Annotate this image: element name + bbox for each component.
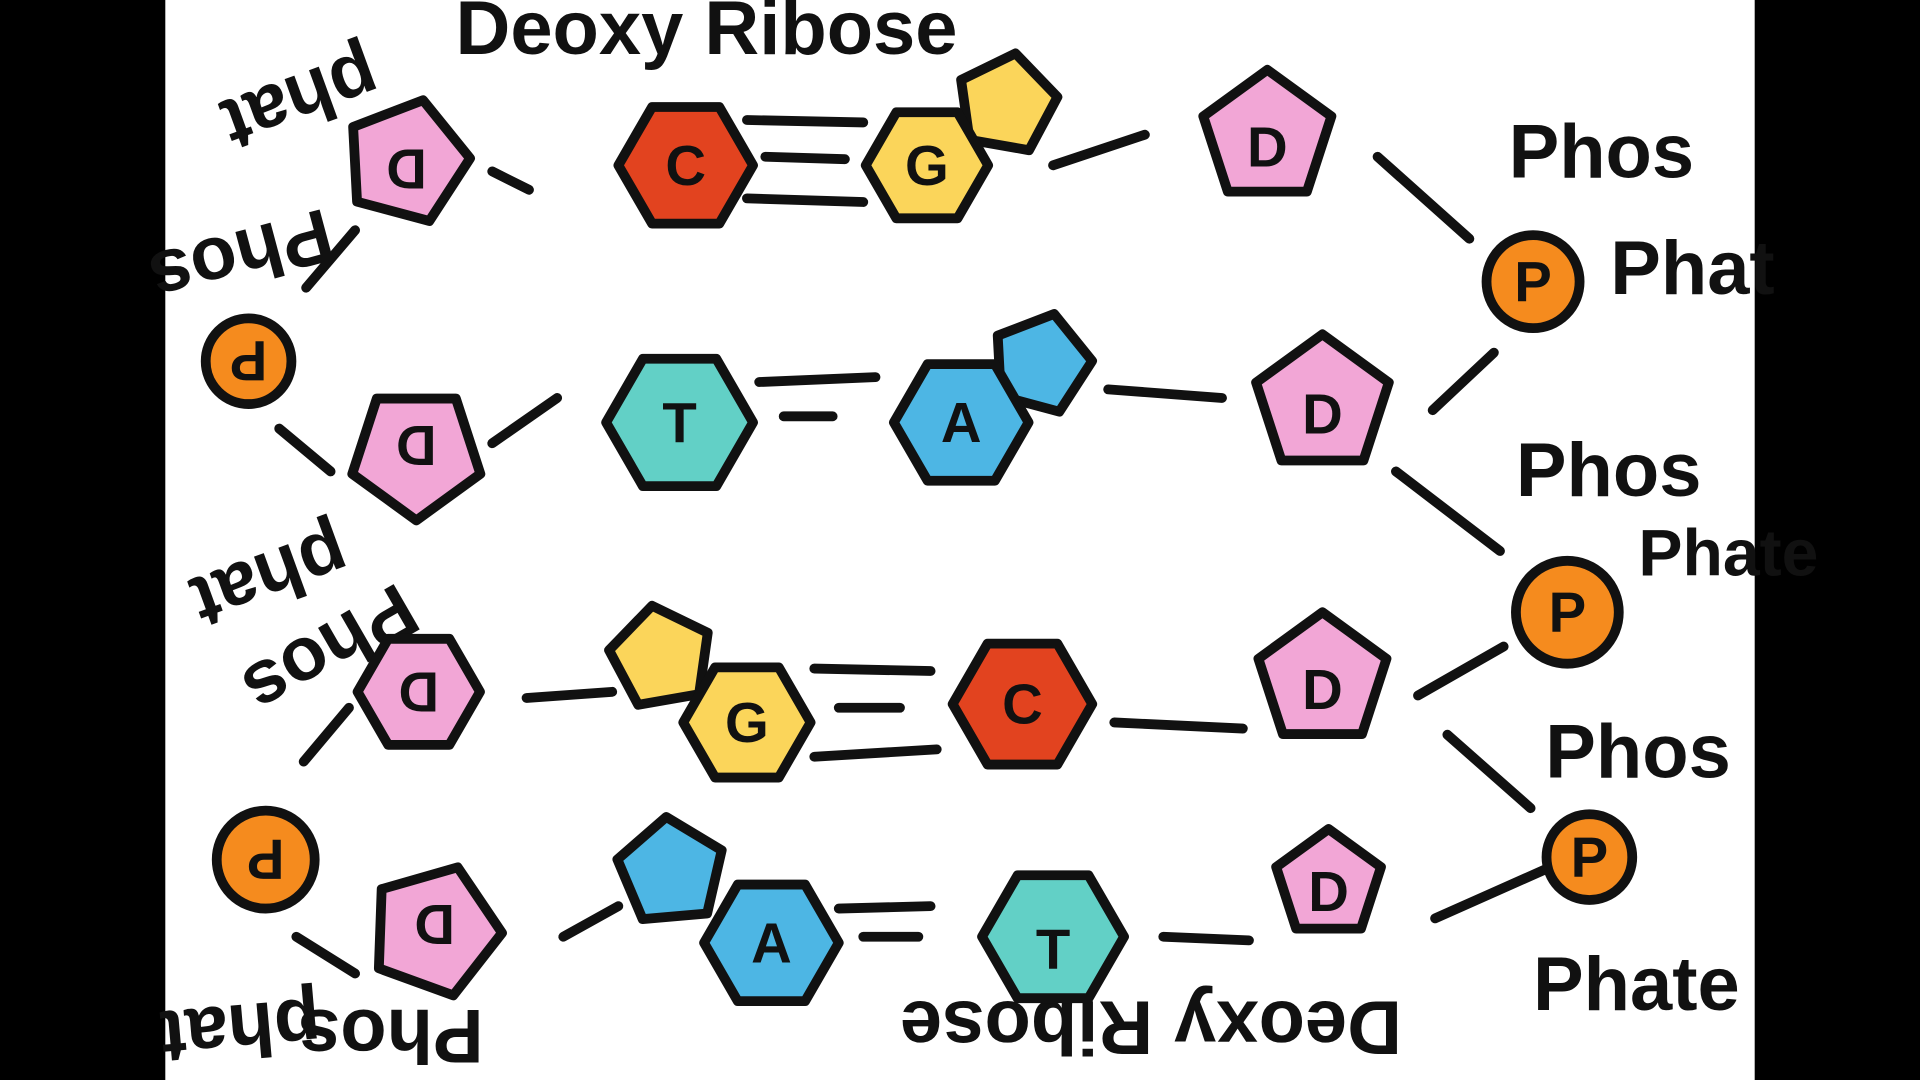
sugar-label: D (1302, 382, 1343, 445)
sugar-label: D (396, 414, 437, 477)
thymine-hexagon (977, 870, 1129, 1004)
sugar-label: D (398, 660, 439, 723)
svg-text:phat: phat (157, 981, 324, 1080)
right-label-2-phate: Phate (1638, 517, 1818, 591)
guanine-pentagon (956, 48, 1063, 156)
guanine-hexagon (678, 662, 816, 783)
adenine-hexagon (699, 879, 844, 1007)
deoxyribose-pentagon (348, 95, 475, 226)
right-label-3-phate: Phate (1533, 942, 1740, 1027)
sugar-label: D (386, 137, 427, 200)
phosphate-circle (211, 805, 320, 914)
phosphate-label: P (1571, 826, 1609, 889)
right-label-1-phat: Phat (1610, 226, 1775, 311)
guanine-hexagon (860, 107, 994, 224)
base-label: G (905, 134, 949, 197)
sugar-label: D (1302, 658, 1343, 721)
cytosine-hexagon (947, 638, 1098, 770)
adenine-hexagon (888, 359, 1034, 486)
base-label: A (941, 391, 982, 454)
sugar-label: D (1247, 115, 1288, 178)
left-label-3: phat (157, 981, 324, 1080)
base-label: C (1002, 673, 1043, 736)
deoxyribose-pentagon (1253, 607, 1392, 739)
base-label: G (725, 691, 769, 754)
deoxyribose-pentagon (1251, 329, 1394, 466)
left-label-3b: Phos (298, 993, 484, 1078)
right-label-3-phos: Phos (1545, 710, 1731, 795)
base-label: A (751, 911, 792, 974)
base-label: T (1036, 917, 1070, 980)
svg-text:Phos: Phos (298, 993, 484, 1078)
phosphate-circle (1541, 809, 1638, 905)
phosphate-label: P (230, 330, 268, 393)
phosphate-circle (1481, 230, 1585, 334)
base-label: T (662, 391, 696, 454)
guanine-pentagon (604, 600, 713, 710)
phosphate-label: P (1549, 581, 1587, 644)
adenine-pentagon (612, 812, 727, 924)
deoxyribose-pentagon (1271, 824, 1386, 934)
deoxyribose-pentagon (347, 393, 486, 526)
right-label-2-phos: Phos (1516, 428, 1702, 513)
bottom-title: Deoxy Ribose (900, 985, 1402, 1070)
top-title: Deoxy Ribose (456, 0, 958, 71)
sugar-label: D (1308, 860, 1349, 923)
thymine-hexagon (601, 353, 758, 492)
cytosine-hexagon (613, 102, 758, 229)
backbone-and-bond-lines (274, 115, 1551, 979)
phosphate-label: P (1514, 250, 1552, 313)
deoxyribose-pentagon (1198, 64, 1337, 197)
phosphate-label: P (247, 828, 285, 891)
base-label: C (665, 134, 706, 197)
phosphate-circle (1511, 555, 1624, 669)
deoxyribose-pentagon (373, 862, 507, 1001)
sugar-label: D (414, 893, 455, 956)
adenine-pentagon (992, 309, 1098, 417)
phosphate-circle (200, 313, 297, 409)
deoxyribose-hexagon (352, 633, 485, 750)
right-label-1-phos: Phos (1509, 110, 1695, 195)
